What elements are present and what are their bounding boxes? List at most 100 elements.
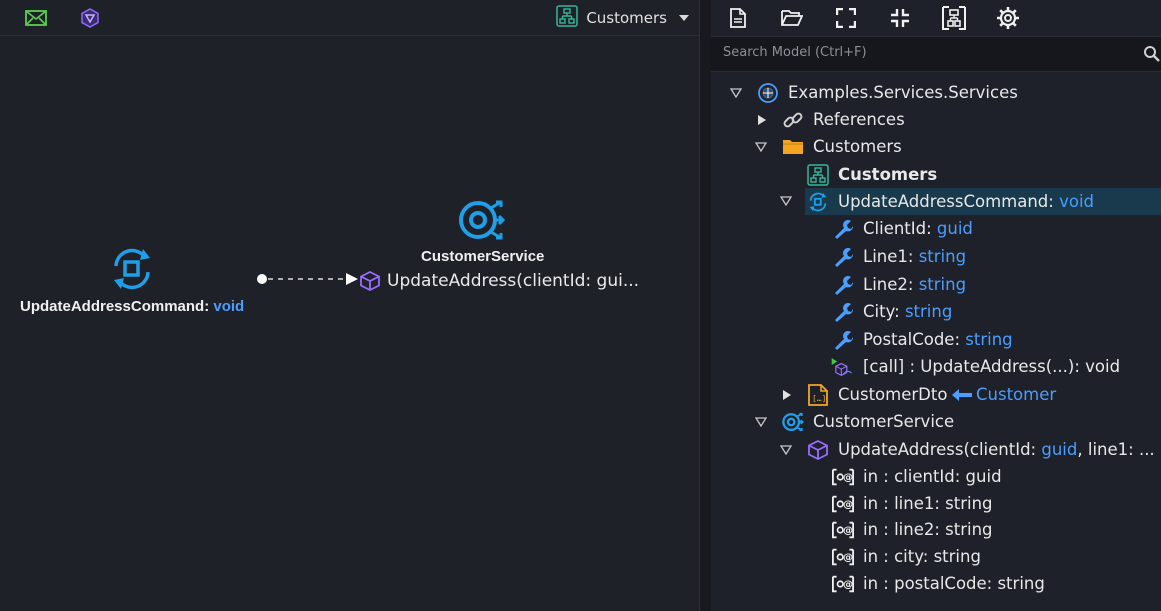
command-node-type: void	[213, 298, 245, 315]
tree-node-param[interactable]: @ in : postalCode: string	[711, 570, 1161, 597]
tree-node-call[interactable]: [call] : UpdateAddress(...): void	[711, 353, 1161, 380]
field-sep: :	[954, 330, 966, 349]
package-globe-icon	[757, 82, 779, 104]
svg-text:@: @	[843, 579, 853, 590]
tree-node-param[interactable]: @ in : line2: string	[711, 516, 1161, 543]
parameter-icon: @	[832, 546, 854, 568]
mail-icon[interactable]	[24, 6, 48, 30]
operation-label: UpdateAddress(clientId: guid, line1: ...	[838, 440, 1155, 459]
param-label: in : line2: string	[863, 520, 993, 539]
command-node-label[interactable]: UpdateAddressCommand: void	[20, 298, 244, 315]
wrench-icon	[832, 274, 854, 296]
tree-node-dto[interactable]: […] CustomerDto Customer	[711, 381, 1161, 408]
model-explorer: Examples.Services.Services References Cu…	[711, 0, 1161, 611]
new-file-icon[interactable]	[725, 5, 751, 31]
param-label: in : postalCode: string	[863, 574, 1045, 593]
diagram-toolbar: Customers	[0, 0, 699, 36]
command-label: UpdateAddressCommand: void	[838, 192, 1094, 211]
expand-caret-icon[interactable]	[754, 140, 768, 154]
operation-sig-rest: , line1: ...	[1077, 440, 1155, 459]
tree-root-label: Examples.Services.Services	[788, 83, 1018, 102]
tree-node-field[interactable]: City: string	[711, 298, 1161, 325]
svg-text:@: @	[843, 552, 853, 563]
wrench-icon	[832, 301, 854, 323]
operation-param-type: guid	[1041, 440, 1078, 459]
param-label: in : line1: string	[863, 494, 993, 513]
service-icon[interactable]	[458, 200, 506, 244]
command-icon	[807, 191, 829, 213]
operation-cube-icon	[807, 439, 829, 461]
tree-node-field[interactable]: Line2: string	[711, 271, 1161, 298]
tree-node-customers-folder[interactable]: Customers	[711, 133, 1161, 160]
parameter-icon: @	[832, 466, 854, 488]
parameter-icon: @	[832, 493, 854, 515]
diagram-icon	[807, 163, 829, 186]
pane-splitter[interactable]	[699, 0, 712, 611]
tree-node-operation[interactable]: UpdateAddress(clientId: guid, line1: ...	[711, 436, 1161, 463]
collapsed-caret-icon[interactable]	[780, 388, 794, 402]
open-folder-icon[interactable]	[779, 5, 805, 31]
wrench-icon	[832, 246, 854, 268]
command-name: UpdateAddressCommand	[838, 192, 1049, 211]
operation-cube-icon	[359, 270, 381, 296]
expand-caret-icon[interactable]	[779, 443, 793, 457]
tree-node-param[interactable]: @ in : city: string	[711, 543, 1161, 570]
param-label: in : clientId: guid	[863, 467, 1002, 486]
expand-caret-icon[interactable]	[754, 415, 768, 429]
field-label: Line1: string	[863, 247, 966, 266]
command-type: void	[1059, 192, 1095, 211]
svg-text:@: @	[843, 525, 853, 536]
collapse-icon[interactable]	[887, 5, 913, 31]
parameter-icon: @	[832, 573, 854, 595]
diagram-selector[interactable]: Customers	[556, 0, 689, 35]
operation-label[interactable]: UpdateAddress(clientId: gui...	[387, 271, 640, 291]
arrow-left-icon	[951, 387, 973, 406]
tree-node-field[interactable]: PostalCode: string	[711, 326, 1161, 353]
domain-icon[interactable]	[78, 6, 102, 30]
service-node-label[interactable]: CustomerService	[421, 248, 545, 265]
command-sep: :	[1048, 192, 1060, 211]
call-label: [call] : UpdateAddress(...): void	[863, 357, 1121, 376]
field-type: string	[918, 275, 967, 294]
tree-node-service[interactable]: CustomerService	[711, 408, 1161, 435]
explorer-toolbar	[711, 0, 1161, 35]
tree-node-command[interactable]: UpdateAddressCommand: void	[805, 188, 1161, 215]
settings-gear-icon[interactable]	[995, 5, 1021, 31]
tree-node-customers-diagram[interactable]: Customers	[711, 161, 1161, 188]
references-label: References	[813, 110, 905, 129]
field-sep: :	[907, 247, 919, 266]
search-input[interactable]	[723, 45, 1123, 60]
search-icon[interactable]	[1143, 45, 1161, 63]
link-icon	[782, 109, 804, 131]
service-icon	[782, 411, 804, 433]
wrench-icon	[832, 218, 854, 240]
field-label: ClientId: guid	[863, 219, 973, 238]
svg-text:[…]: […]	[812, 394, 826, 403]
call-link-icon	[831, 356, 853, 378]
field-type: guid	[936, 219, 973, 238]
expand-icon[interactable]	[833, 5, 859, 31]
field-type: string	[965, 330, 1013, 349]
expand-caret-icon[interactable]	[729, 86, 743, 100]
diagram-pane[interactable]: Customers CustomerService UpdateAddress(…	[0, 0, 699, 611]
command-node-name: UpdateAddressCommand	[20, 298, 205, 315]
tree-node-root[interactable]: Examples.Services.Services	[711, 79, 1161, 106]
tree-node-field[interactable]: Line1: string	[711, 243, 1161, 270]
call-connector[interactable]	[254, 271, 360, 287]
tree-node-field[interactable]: ClientId: guid	[711, 215, 1161, 242]
field-label: City: string	[863, 302, 952, 321]
diagram-selector-label: Customers	[586, 8, 667, 27]
field-name: PostalCode	[863, 330, 955, 349]
field-sep: :	[907, 275, 919, 294]
tree-node-references[interactable]: References	[711, 106, 1161, 133]
field-name: ClientId	[863, 219, 927, 238]
expand-caret-icon[interactable]	[779, 194, 793, 208]
field-type: string	[918, 247, 967, 266]
field-sep: :	[926, 219, 937, 238]
tree-node-param[interactable]: @ in : line1: string	[711, 490, 1161, 517]
command-icon[interactable]	[108, 246, 156, 296]
tree-node-param[interactable]: @ in : clientId: guid	[711, 463, 1161, 490]
collapsed-caret-icon[interactable]	[755, 113, 769, 127]
diagram-layout-icon[interactable]	[941, 5, 967, 31]
param-label: in : city: string	[863, 547, 981, 566]
